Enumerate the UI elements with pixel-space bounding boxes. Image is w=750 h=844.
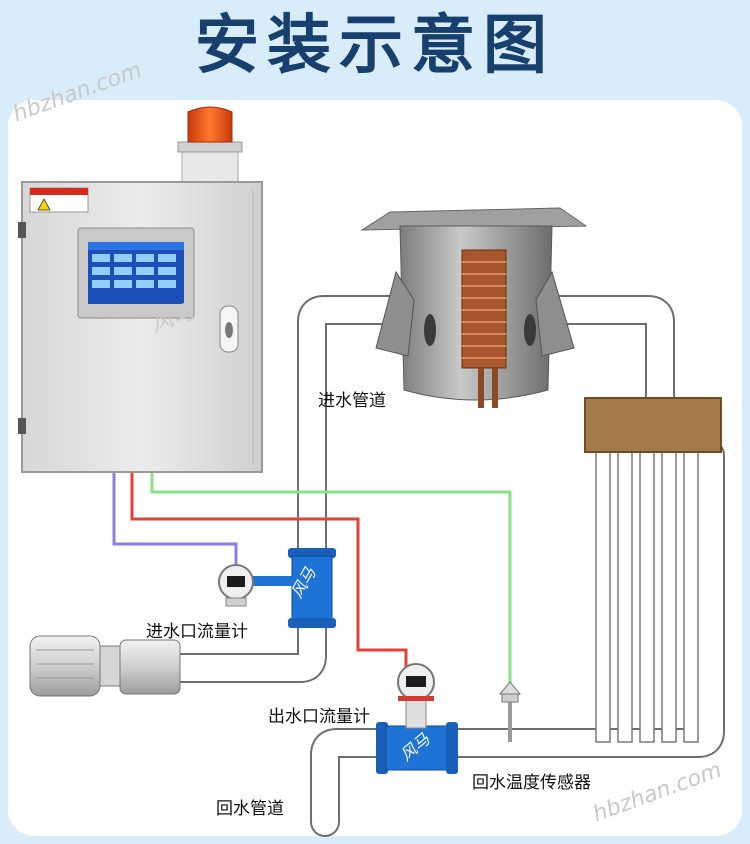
return-temp-sensor-label: 回水温度传感器 <box>472 773 591 793</box>
pipe-network <box>160 295 725 837</box>
inlet-pipe-label: 进水管道 <box>318 391 386 411</box>
alarm-beacon-icon <box>187 106 233 143</box>
warning-icon <box>37 198 51 211</box>
wire-purple <box>112 472 238 575</box>
wire-green <box>150 472 512 684</box>
water-pump <box>29 635 181 697</box>
return-pipe-label: 回水管道 <box>216 799 284 819</box>
control-cabinet <box>18 106 263 473</box>
wire-red <box>130 472 408 667</box>
outlet-flowmeter <box>376 663 458 774</box>
cooling-tank <box>584 397 722 453</box>
inlet-flowmeter-label: 进水口流量计 <box>146 622 248 642</box>
induction-furnace <box>360 207 588 408</box>
page-title: 安装示意图 <box>195 9 555 83</box>
furnace-outlet-pipe <box>540 295 675 413</box>
cooling-tubes <box>595 451 699 743</box>
outlet-flowmeter-label: 出水口流量计 <box>268 707 370 727</box>
inlet-flowmeter <box>218 548 336 628</box>
temperature-sensor <box>498 681 522 742</box>
